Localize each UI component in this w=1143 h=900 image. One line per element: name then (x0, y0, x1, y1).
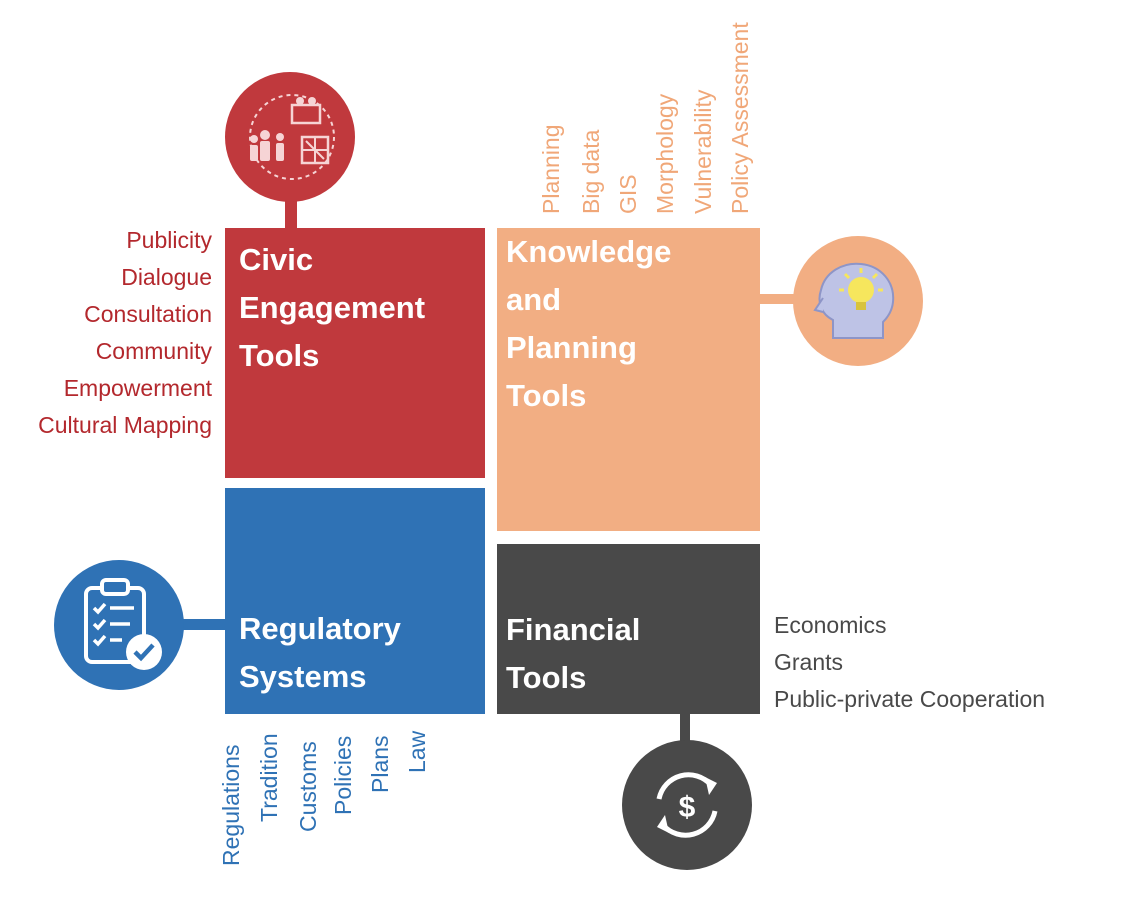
regulatory-icon-circle (54, 560, 184, 690)
civic-item: Consultation (84, 301, 212, 327)
financial-item: Public-private Cooperation (774, 686, 1046, 712)
knowledge-item: GIS (615, 174, 641, 214)
knowledge-item: Big data (578, 129, 604, 214)
regulatory-connector (180, 619, 230, 630)
financial-items: Economics Grants Public-private Cooperat… (774, 607, 1045, 718)
knowledge-icon-circle (793, 236, 923, 366)
head-lightbulb-icon (813, 262, 895, 339)
financial-connector (680, 712, 690, 747)
knowledge-item: Vulnerability (690, 89, 716, 214)
knowledge-connector (758, 294, 798, 304)
regulatory-systems-box: Regulatory Systems (225, 488, 485, 714)
regulatory-item: Law (404, 730, 430, 773)
civic-item: Community (95, 338, 212, 364)
knowledge-item: Planning (538, 124, 564, 214)
civic-item: Cultural Mapping (38, 412, 212, 438)
knowledge-item: Morphology (652, 93, 678, 214)
knowledge-title: Knowledge and Planning Tools (506, 234, 672, 413)
civic-items: Publicity Dialogue Consultation Communit… (38, 222, 212, 444)
financial-title: Financial Tools (506, 612, 641, 695)
regulatory-item: Regulations (218, 744, 244, 866)
svg-text:$: $ (679, 791, 696, 824)
regulatory-item: Plans (367, 735, 393, 793)
clipboard-checklist-icon (84, 578, 162, 670)
regulatory-item: Tradition (256, 733, 282, 822)
community-planning-icon (249, 94, 335, 180)
civic-item: Dialogue (121, 264, 212, 290)
regulatory-item: Customs (295, 741, 321, 832)
civic-title: Civic Engagement Tools (239, 242, 426, 373)
financial-icon-circle: $ (622, 740, 752, 870)
financial-item: Economics (774, 612, 887, 638)
financial-item: Grants (774, 649, 844, 675)
knowledge-item: Policy Assessment (727, 22, 753, 214)
knowledge-planning-box: Knowledge and Planning Tools (497, 228, 760, 531)
civic-engagement-box: Civic Engagement Tools (225, 228, 485, 478)
civic-icon-circle (225, 72, 355, 202)
civic-item: Publicity (126, 227, 212, 253)
financial-tools-box: Financial Tools (497, 544, 760, 714)
regulatory-title: Regulatory Systems (239, 611, 401, 694)
civic-item: Empowerment (63, 375, 212, 401)
dollar-exchange-icon: $ (656, 772, 718, 838)
regulatory-item: Policies (330, 735, 356, 815)
